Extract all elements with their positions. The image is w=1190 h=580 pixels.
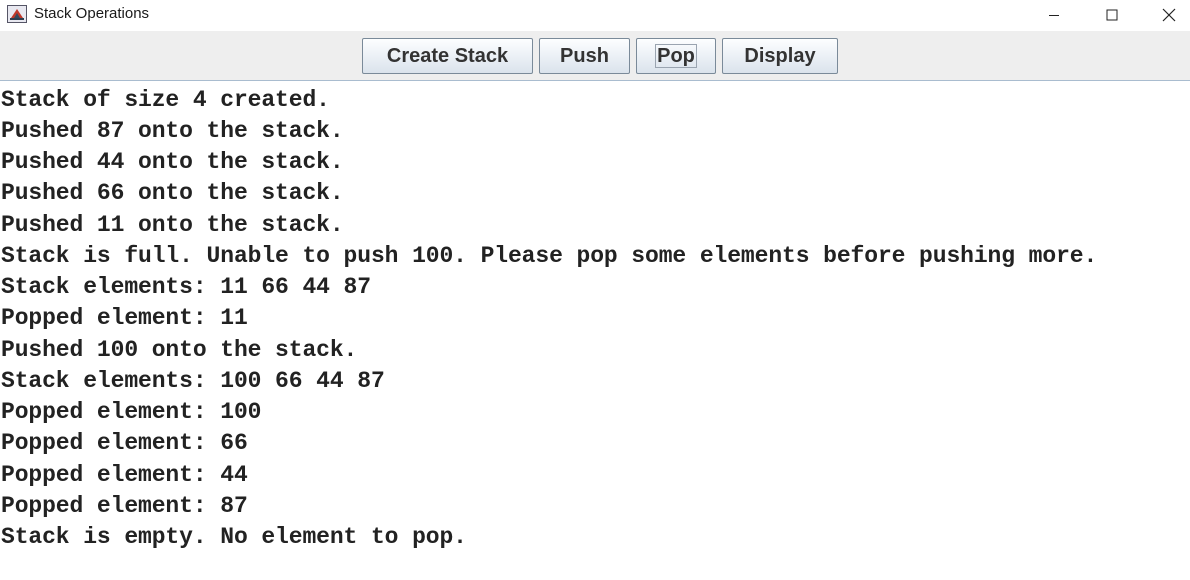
output-line: Popped element: 66 <box>1 430 248 456</box>
window-title: Stack Operations <box>34 5 150 22</box>
output-line: Pushed 87 onto the stack. <box>1 118 344 144</box>
push-button[interactable]: Push <box>539 38 630 74</box>
output-line: Popped element: 11 <box>1 305 248 331</box>
output-line: Pushed 44 onto the stack. <box>1 149 344 175</box>
pop-button[interactable]: Pop <box>636 38 716 74</box>
output-line: Popped element: 100 <box>1 399 262 425</box>
output-line: Pushed 11 onto the stack. <box>1 212 344 238</box>
output-line: Stack of size 4 created. <box>1 87 330 113</box>
display-button[interactable]: Display <box>722 38 838 74</box>
output-line: Pushed 100 onto the stack. <box>1 337 358 363</box>
output-line: Stack elements: 100 66 44 87 <box>1 368 385 394</box>
create-stack-button[interactable]: Create Stack <box>362 38 533 74</box>
output-line: Pushed 66 onto the stack. <box>1 180 344 206</box>
output-line: Stack is empty. No element to pop. <box>1 524 467 550</box>
java-app-icon <box>7 5 27 23</box>
toolbar: Create Stack Push Pop Display <box>0 31 1190 81</box>
output-line: Stack elements: 11 66 44 87 <box>1 274 371 300</box>
maximize-icon <box>1106 9 1118 21</box>
minimize-icon <box>1049 15 1059 16</box>
output-line: Popped element: 87 <box>1 493 248 519</box>
title-bar[interactable]: Stack Operations <box>0 0 1190 31</box>
close-icon <box>1162 8 1176 22</box>
output-line: Popped element: 44 <box>1 462 248 488</box>
minimize-button[interactable] <box>1025 0 1083 30</box>
maximize-button[interactable] <box>1083 0 1141 30</box>
output-line: Stack is full. Unable to push 100. Pleas… <box>1 243 1098 269</box>
pop-button-label: Pop <box>655 44 697 68</box>
close-button[interactable] <box>1140 0 1190 30</box>
output-text-area[interactable]: Stack of size 4 created. Pushed 87 onto … <box>0 82 1190 580</box>
